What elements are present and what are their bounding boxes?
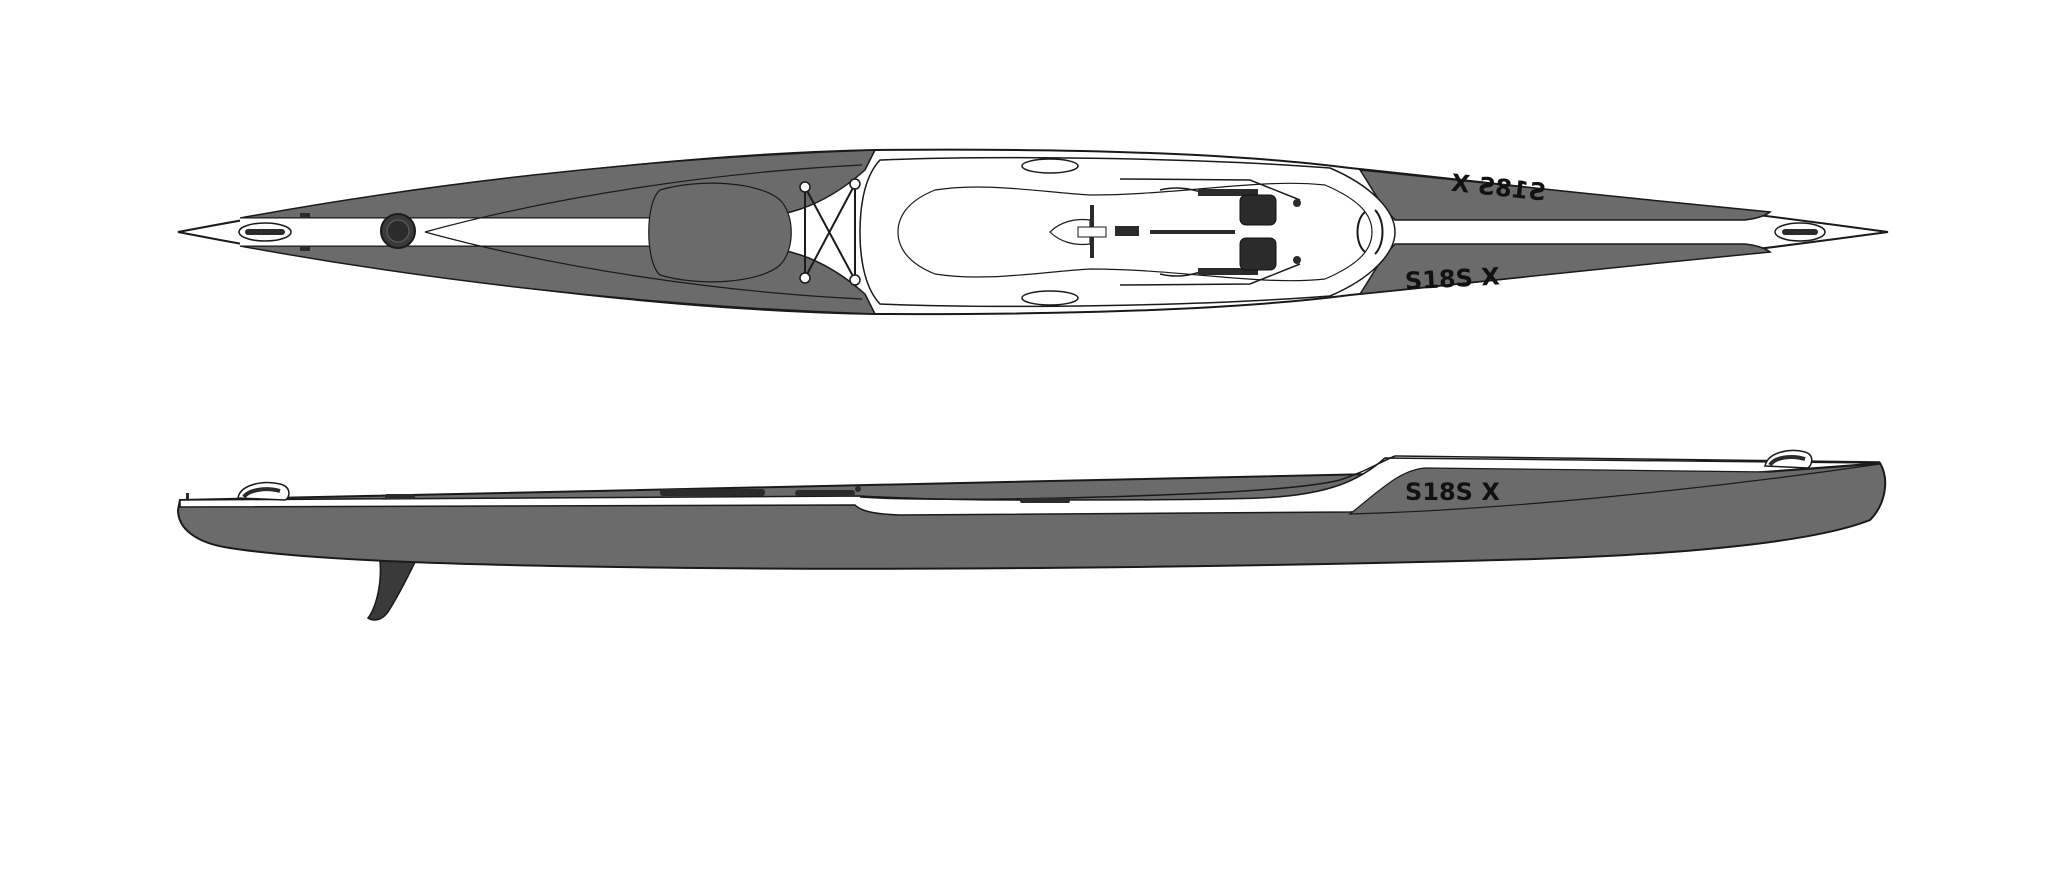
bow-center-strip [240,218,740,246]
deck-fitting [300,213,310,218]
deck-fitting [300,246,310,251]
bow-deck-line [424,164,863,233]
brand-logo-icon [1356,209,1384,255]
model-name-top-lower: S18S X [1404,262,1501,295]
stern-deck-panel-upper [1358,169,1772,221]
bow-hatch [648,182,792,283]
kayak-top-view: S18S X S18S X [177,148,1889,316]
footrest [1049,205,1235,258]
side-handle-icon [1021,158,1079,174]
bungee-cords [804,183,856,281]
rudder-fin [366,547,422,621]
side-deck-fitting [1020,498,1070,503]
kayak-side-view: S18S X [176,449,1887,621]
round-hatch-cap [380,213,416,249]
model-name-side: S18S X [1405,478,1500,506]
side-deck-fitting [855,486,861,492]
bow-handle [238,222,292,242]
bow-deck-line [424,231,863,300]
seat-back [1198,189,1301,275]
side-stern-deck [1348,463,1881,515]
side-deck-fitting [795,490,855,496]
side-deck-fitting [660,489,765,496]
side-deck-fitting [186,493,189,499]
side-bow-handle [237,481,290,501]
side-handle-icon [1021,290,1079,306]
side-stern-handle [1764,449,1813,469]
side-deck-fitting [385,494,415,499]
stern-handle [1774,222,1826,242]
side-cockpit-rim [859,455,1881,500]
bungee-anchors [799,178,861,286]
